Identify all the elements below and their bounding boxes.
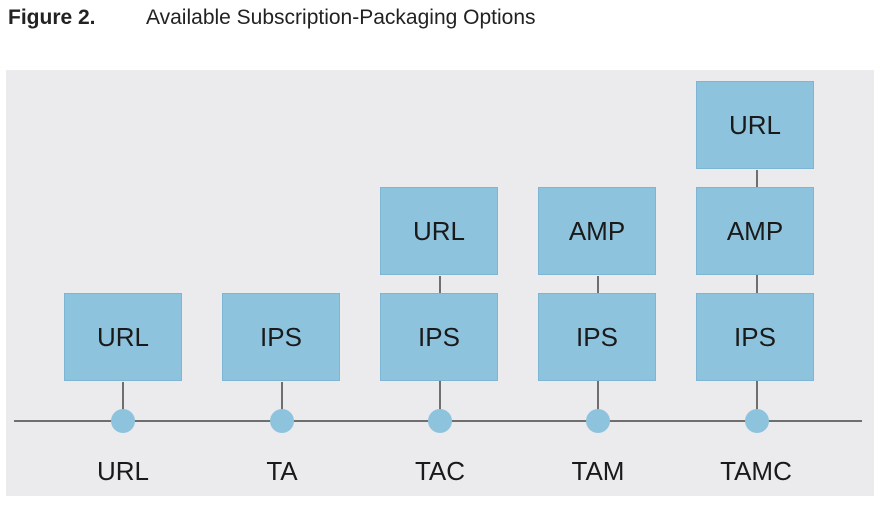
figure-label: Figure 2. (8, 6, 96, 29)
stack-box: AMP (696, 187, 814, 275)
stack-box: URL (380, 187, 498, 275)
package-node (270, 409, 294, 433)
connector-line (281, 382, 283, 412)
stack-box: IPS (538, 293, 656, 381)
package-label: URL (96, 456, 149, 486)
package-label: TA (266, 456, 298, 486)
package-label: TAC (414, 456, 466, 486)
package-node (428, 409, 452, 433)
stack-box: IPS (696, 293, 814, 381)
package-node (111, 409, 135, 433)
stack-box: URL (696, 81, 814, 169)
stack-box: AMP (538, 187, 656, 275)
package-label: TAM (571, 456, 625, 486)
connector-line (122, 382, 124, 412)
stack-box: URL (64, 293, 182, 381)
figure-title: Available Subscription-Packaging Options (146, 6, 536, 29)
package-label: TAMC (720, 456, 792, 486)
connector-line (756, 170, 758, 412)
stack-box: IPS (222, 293, 340, 381)
stack-box: IPS (380, 293, 498, 381)
package-node (745, 409, 769, 433)
package-node (586, 409, 610, 433)
